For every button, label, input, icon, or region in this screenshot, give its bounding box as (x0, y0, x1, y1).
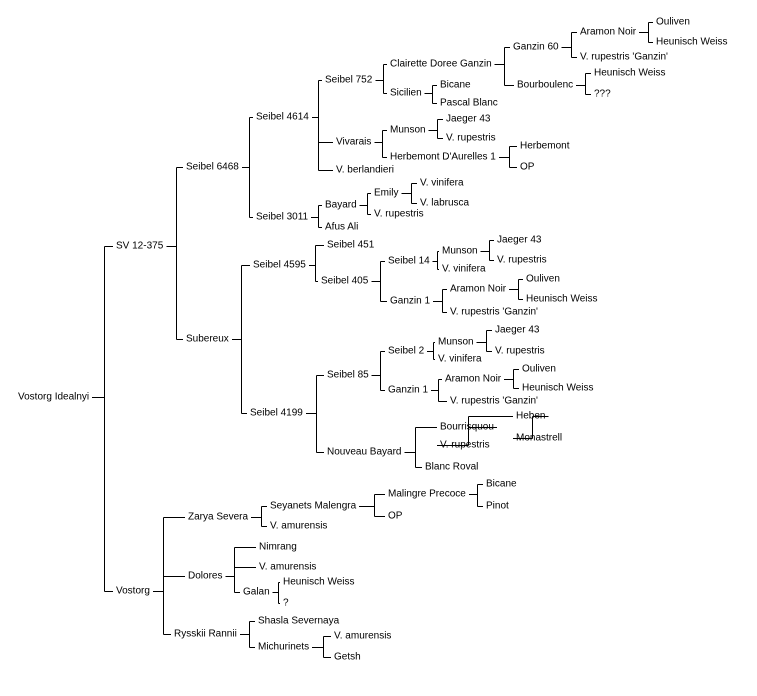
node-heunisch-weiss: Heunisch Weiss (656, 36, 728, 48)
node-dolores: Dolores (188, 570, 223, 582)
node-seibel-4199: Seibel 4199 (250, 407, 303, 419)
node-jaeger-43: Jaeger 43 (446, 113, 491, 125)
node-v-rupestris-ganzin: V. rupestris 'Ganzin' (580, 51, 668, 63)
node-v-rupestris: V. rupestris (495, 345, 545, 357)
node-v-labrusca: V. labrusca (420, 197, 470, 209)
node-emily: Emily (374, 187, 399, 199)
node-munson: Munson (438, 336, 474, 348)
node-seibel-4595: Seibel 4595 (253, 259, 306, 271)
node-ganzin-60: Ganzin 60 (513, 41, 559, 53)
node-monastrell: Monastrell (516, 432, 563, 444)
node-nimrang: Nimrang (259, 541, 297, 553)
node-subereux: Subereux (186, 333, 229, 345)
node-pinot: Pinot (486, 500, 509, 512)
node-op: OP (388, 510, 403, 522)
node-seibel-85: Seibel 85 (327, 369, 369, 381)
node-v-berlandieri: V. berlandieri (336, 164, 395, 176)
node-blanc-roval: Blanc Roval (425, 461, 479, 473)
node-jaeger-43: Jaeger 43 (497, 234, 542, 246)
node-v-rupestris: V. rupestris (374, 208, 424, 220)
node-v-vinifera: V. vinifera (438, 353, 482, 365)
node-getsh: Getsh (334, 651, 361, 663)
node-ouliven: Ouliven (526, 273, 560, 285)
node-seibel-752: Seibel 752 (325, 74, 373, 86)
node-rysskii-rannii: Rysskii Rannii (174, 628, 237, 640)
node-heunisch-weiss: Heunisch Weiss (594, 67, 666, 79)
node-seibel-3011: Seibel 3011 (256, 211, 309, 223)
node-v-rupestris: V. rupestris (446, 132, 496, 144)
node-v-rupestris-ganzin: V. rupestris 'Ganzin' (450, 395, 538, 407)
node-v-vinifera: V. vinifera (420, 177, 464, 189)
node-v-amurensis: V. amurensis (270, 520, 328, 532)
node-seibel-405: Seibel 405 (321, 275, 369, 287)
node-galan: Galan (243, 586, 270, 598)
node-v-rupestris: V. rupestris (497, 254, 547, 266)
node-v-amurensis: V. amurensis (334, 630, 392, 642)
node-shasla-severnaya: Shasla Severnaya (258, 615, 340, 627)
node-seyanets-malengra: Seyanets Malengra (270, 500, 357, 512)
node-bourrisquou: Bourrisquou (440, 421, 494, 433)
node-afus-ali: Afus Ali (325, 221, 359, 233)
node-ganzin-1: Ganzin 1 (390, 295, 431, 307)
node-michurinets: Michurinets (258, 641, 310, 653)
node-herbemont-d-aurelles-1: Herbemont D'Aurelles 1 (390, 151, 496, 163)
node-ganzin-1: Ganzin 1 (388, 384, 429, 396)
node-ouliven: Ouliven (522, 363, 556, 375)
node-aramon-noir: Aramon Noir (450, 283, 507, 295)
node-malingre-precoce: Malingre Precoce (388, 488, 466, 500)
node-sicilien: Sicilien (390, 87, 422, 99)
node-v-rupestris-ganzin: V. rupestris 'Ganzin' (450, 306, 538, 318)
node-v-vinifera: V. vinifera (442, 263, 486, 275)
node-unknown: ??? (594, 88, 611, 100)
node-munson: Munson (390, 124, 426, 136)
node-clairette-doree-ganzin: Clairette Doree Ganzin (390, 58, 492, 70)
node-munson: Munson (442, 245, 478, 257)
node-zarya-severa: Zarya Severa (188, 511, 249, 523)
node-vostorg: Vostorg (116, 585, 150, 597)
node-seibel-2: Seibel 2 (388, 345, 425, 357)
node-herbemont: Herbemont (520, 140, 570, 152)
node-jaeger-43: Jaeger 43 (495, 324, 540, 336)
node-vivarais: Vivarais (336, 136, 372, 148)
node-vostorg-idealnyi: Vostorg Idealnyi (18, 391, 90, 403)
node-op: OP (520, 161, 535, 173)
node-sv-12-375: SV 12-375 (116, 240, 164, 252)
node-bicane: Bicane (486, 478, 517, 490)
node-heben: Heben (516, 410, 546, 422)
node-heunisch-weiss: Heunisch Weiss (522, 382, 594, 394)
node-seibel-451: Seibel 451 (327, 239, 375, 251)
node-seibel-6468: Seibel 6468 (186, 161, 239, 173)
node-pascal-blanc: Pascal Blanc (440, 97, 498, 109)
node-seibel-14: Seibel 14 (388, 255, 430, 267)
node-v-amurensis: V. amurensis (259, 561, 317, 573)
node-nouveau-bayard: Nouveau Bayard (327, 446, 402, 458)
node-v-rupestris: V. rupestris (440, 439, 490, 451)
node-seibel-4614: Seibel 4614 (256, 111, 309, 123)
node-bayard: Bayard (325, 199, 357, 211)
node-heunisch-weiss: Heunisch Weiss (283, 576, 355, 588)
node-bicane: Bicane (440, 79, 471, 91)
node-aramon-noir: Aramon Noir (580, 26, 637, 38)
node-unknown: ? (283, 597, 289, 609)
node-aramon-noir: Aramon Noir (445, 373, 502, 385)
node-ouliven: Ouliven (656, 16, 690, 28)
node-bourboulenc: Bourboulenc (517, 79, 574, 91)
node-heunisch-weiss: Heunisch Weiss (526, 293, 598, 305)
